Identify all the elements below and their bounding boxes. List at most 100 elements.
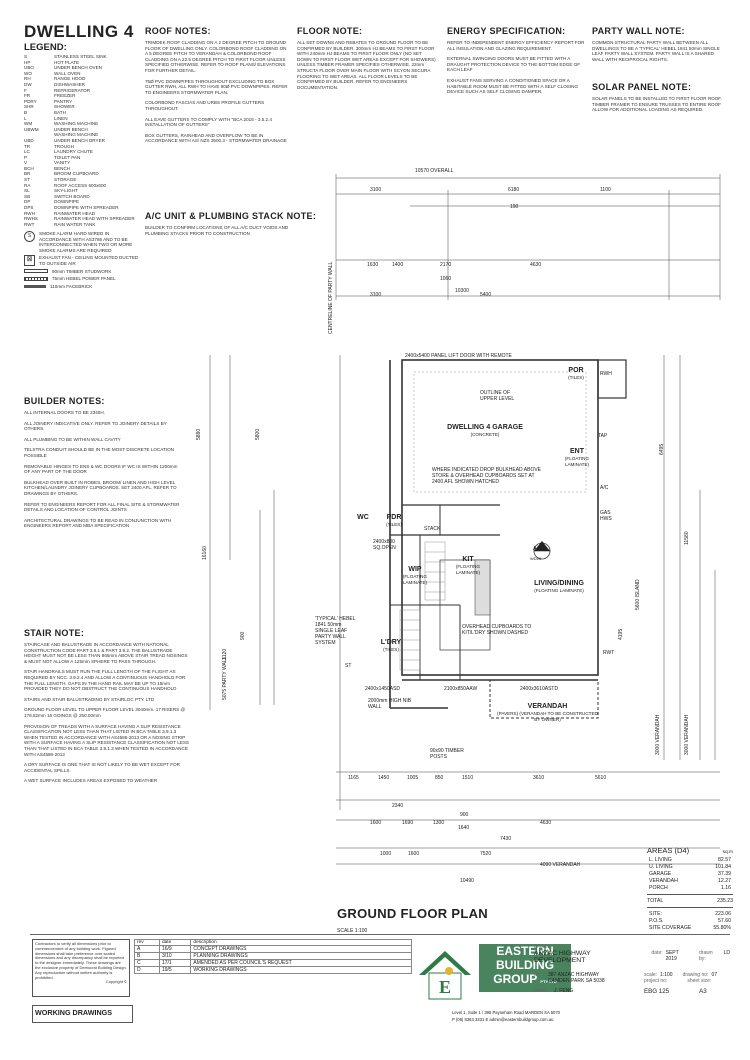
legend-desc: LAUNDRY CHUTE bbox=[54, 149, 93, 155]
panel-lift-door-label: 2400x5400 PANEL LIFT DOOR WITH REMOTE bbox=[405, 353, 512, 359]
site-row-label: SITE COVERAGE bbox=[649, 924, 692, 931]
legend-desc: SWITCH BOARD bbox=[54, 193, 90, 199]
areas-row-label: GARAGE bbox=[649, 870, 672, 877]
site-row-value: 57.60 bbox=[718, 918, 731, 925]
legend-code: RWT bbox=[24, 221, 35, 227]
title-block: Contractors to verify all dimensions pri… bbox=[30, 934, 730, 1035]
roof-notes-body: TRIMDEK ROOF CLADDING ON A 2 DEGREE PITC… bbox=[145, 40, 290, 149]
legend-desc: DISHWASHER bbox=[54, 81, 85, 87]
energy-heading: ENERGY SPECIFICATION: bbox=[447, 26, 566, 36]
party-wall-body: COMMON STRUCTURAL PARTY WALL BETWEEN ALL… bbox=[592, 40, 720, 62]
note-paragraph: BOX GUTTERS, RAINHEAD AND OVERFLOW TO BE… bbox=[145, 132, 287, 144]
areas-total-value: 235.23 bbox=[717, 897, 733, 904]
facebrick-text: 110mm FACEBRICK bbox=[50, 283, 93, 289]
dim-top-11: 4630 bbox=[530, 262, 542, 268]
dim-top-8: 1630 bbox=[367, 262, 379, 268]
note-paragraph: BULKHEAD OVER BUILT IN ROBES, BROOM/ LIN… bbox=[24, 479, 177, 496]
ac-note-heading: A/C UNIT & PLUMBING STACK NOTE: bbox=[145, 211, 317, 221]
legend-item: BR BROOM CUPBOARD bbox=[24, 171, 142, 177]
dim-left-0: 5800 bbox=[255, 428, 261, 440]
nib-wall-label: 2000mm HIGH NIB WALL bbox=[368, 698, 412, 710]
solar-body: SOLAR PANELS TO BE INSTALLED TO FIRST FL… bbox=[592, 96, 722, 113]
legend-code: UBD bbox=[24, 137, 34, 143]
note-paragraph: ARCHITECTURAL DRAWINGS TO BE READ IN CON… bbox=[24, 517, 172, 529]
stack-label: STACK bbox=[424, 526, 441, 532]
note-paragraph: COLORBOND FASCIAS AND URBS PROFILE GUTTE… bbox=[145, 100, 265, 111]
exhaust-fan-text: EXHAUST FAN - CEILING MOUNTED DUCTED TO … bbox=[39, 255, 139, 266]
legend-item: UBD UNDER BENCH DRYER bbox=[24, 138, 142, 144]
note-paragraph: STAIRCASE AND BALUSTRADE IN ACCORDANCE W… bbox=[24, 642, 188, 664]
areas-heading: AREAS (D4) bbox=[647, 846, 690, 855]
legend-code: V bbox=[24, 160, 28, 166]
dim-top-9: 1400 bbox=[392, 262, 404, 268]
dim-bottom-2: 1005 bbox=[407, 775, 419, 781]
company-address: Level 1, Suite 1 / 395 Payneham Road MAR… bbox=[452, 1010, 561, 1015]
dim-top-17: 10300 bbox=[455, 288, 469, 294]
dim-top-1: 3100 bbox=[370, 187, 382, 193]
areas-total-label: TOTAL bbox=[647, 897, 664, 904]
note-paragraph: REMOVABLE HINGES TO ENS & WC DOORS IF WC… bbox=[24, 463, 178, 475]
legend-code: ST bbox=[24, 177, 30, 183]
areas-row: U. LIVING 101.84 bbox=[647, 864, 733, 871]
site-row: P.O.S.57.60 bbox=[647, 918, 733, 925]
rev-cell: 16/9 bbox=[158, 945, 192, 953]
svg-text:E: E bbox=[439, 977, 451, 997]
areas-unit: sq.m bbox=[722, 850, 733, 855]
window-2-label: 2100x850AAW bbox=[444, 686, 478, 692]
legend-code: L bbox=[24, 115, 27, 121]
company-logo: E bbox=[415, 945, 475, 1015]
dim-left-9: 5075 PARTY WALL bbox=[222, 656, 228, 700]
legend-desc: VANITY bbox=[54, 160, 71, 166]
areas-row-value: 101.84 bbox=[715, 864, 731, 871]
legend-desc: BROOM CUPBOARD bbox=[54, 171, 99, 177]
note-paragraph: ALL INTERNAL DOORS TO BE 2340H. bbox=[24, 410, 105, 415]
legend-code: BR bbox=[24, 171, 31, 177]
room-entry: ENT(FLOATING LAMINATE) bbox=[564, 448, 590, 467]
legend-desc: RAINWATER HEAD WITH SPREADER bbox=[54, 216, 135, 222]
ac-label: A/C bbox=[600, 485, 609, 491]
hebel-panel-swatch bbox=[24, 276, 48, 281]
timber-stud-text: 90mm TIMBER STUDWORK bbox=[52, 268, 112, 274]
dim-bottom-18: 1600 bbox=[408, 851, 420, 857]
rev-cell: CONCEPT DRAWINGS bbox=[190, 945, 412, 953]
dim-bottom-10: 1690 bbox=[402, 820, 414, 826]
dim-left-2: 16160 bbox=[202, 546, 208, 560]
dim-right-6: 3000 VERANDAH bbox=[684, 714, 690, 755]
site-row: SITE:223.06 bbox=[647, 911, 733, 918]
dim-right-4: 4195 bbox=[618, 628, 624, 640]
site-row-label: SITE: bbox=[649, 911, 662, 918]
dim-bottom-15: 7430 bbox=[500, 836, 512, 842]
legend-desc: UNDER BENCH DRYER bbox=[54, 137, 105, 143]
company-contact: P (08) 8363 3331 E admin@easternbuildgro… bbox=[452, 1017, 554, 1022]
areas-row-label: U. LIVING bbox=[649, 864, 673, 871]
roof-notes-heading: ROOF NOTES: bbox=[145, 26, 211, 36]
dim-left-5: 900 bbox=[240, 631, 246, 640]
dim-bottom-19: 7520 bbox=[480, 851, 492, 857]
areas-row-label: VERANDAH bbox=[649, 877, 678, 884]
rev-cell: PLANNING DRAWINGS bbox=[190, 952, 412, 960]
room-garage: DWELLING 4 GARAGE(CONCRETE) bbox=[447, 424, 523, 437]
dim-right-5: 3000 VERANDAH bbox=[655, 714, 661, 755]
areas-row-value: 12.27 bbox=[718, 877, 731, 884]
legend-code: DW bbox=[24, 81, 32, 87]
overhead-cupboards-label: OVERHEAD CUPBOARDS TO KIT/L'DRY SHOWN DA… bbox=[462, 624, 532, 636]
builder-notes-body: ALL INTERNAL DOORS TO BE 2340H.ALL JOINE… bbox=[24, 410, 184, 534]
window-3-label: 2400x3610ASTD bbox=[520, 686, 559, 692]
dim-bottom-13: 1640 bbox=[458, 825, 470, 831]
legend-desc: SHOWER bbox=[54, 104, 75, 110]
note-paragraph: STAIR HANDRAILS MUST RUN THE FULL LENGTH… bbox=[24, 669, 186, 692]
